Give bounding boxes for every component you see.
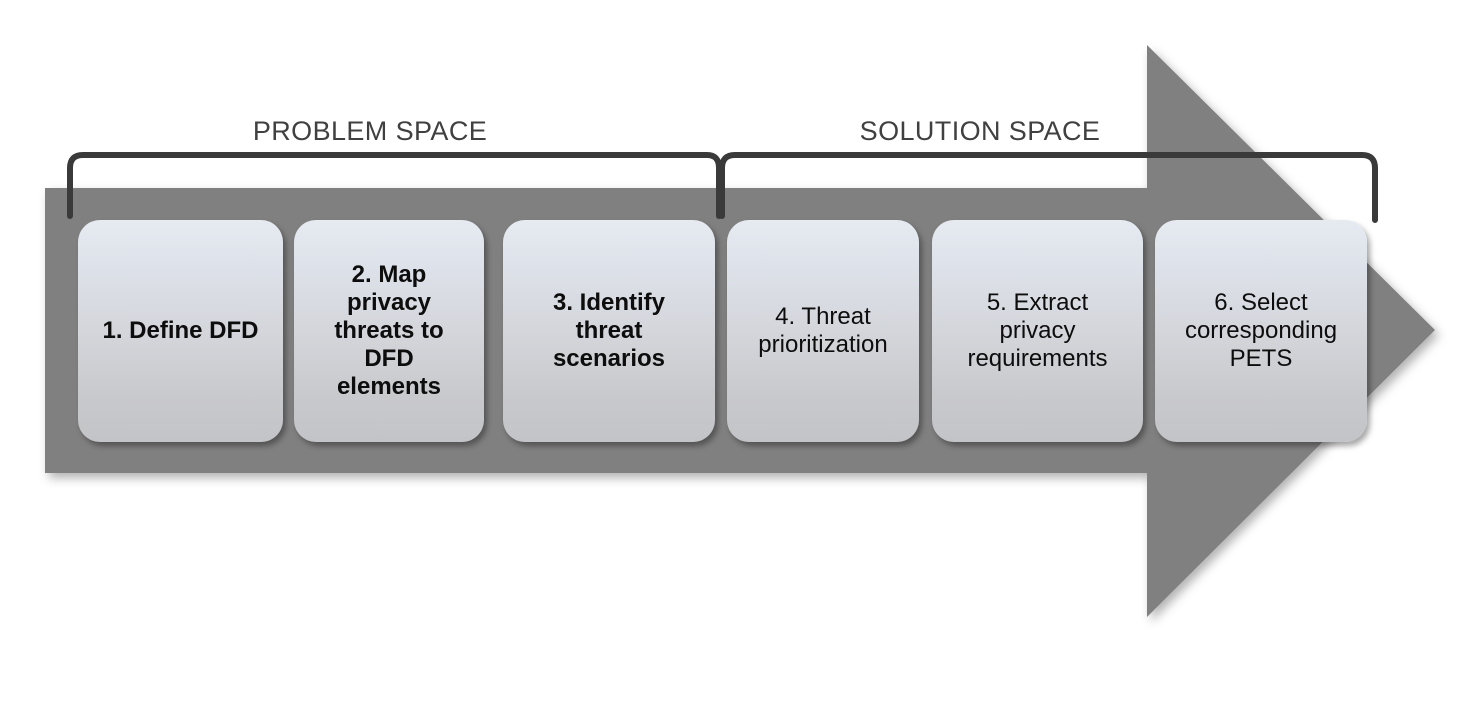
problem-space-brace: [67, 152, 722, 219]
step-box-2-map-privacy-threats[interactable]: 2. Map privacy threats to DFD elements: [294, 220, 484, 442]
step-box-6-select-corresponding-pets[interactable]: 6. Select corresponding PETS: [1155, 220, 1367, 442]
solution-space-brace: [719, 152, 1378, 223]
step-box-3-identify-threat-scenarios[interactable]: 3. Identify threat scenarios: [503, 220, 715, 442]
step-label: 2. Map privacy threats to DFD elements: [334, 260, 444, 401]
phase-label-solution-space: SOLUTION SPACE: [859, 116, 1101, 146]
step-box-5-extract-privacy-requirements[interactable]: 5. Extract privacy requirements: [932, 220, 1143, 442]
phase-label-problem-space: PROBLEM SPACE: [252, 116, 488, 146]
step-box-1-define-dfd[interactable]: 1. Define DFD: [78, 220, 283, 442]
step-label: 3. Identify threat scenarios: [552, 288, 666, 373]
step-box-4-threat-prioritization[interactable]: 4. Threat prioritization: [727, 220, 919, 442]
step-label: 1. Define DFD: [102, 316, 259, 344]
step-label: 4. Threat prioritization: [758, 302, 888, 358]
step-label: 6. Select corresponding PETS: [1184, 288, 1338, 373]
step-label: 5. Extract privacy requirements: [967, 288, 1108, 373]
